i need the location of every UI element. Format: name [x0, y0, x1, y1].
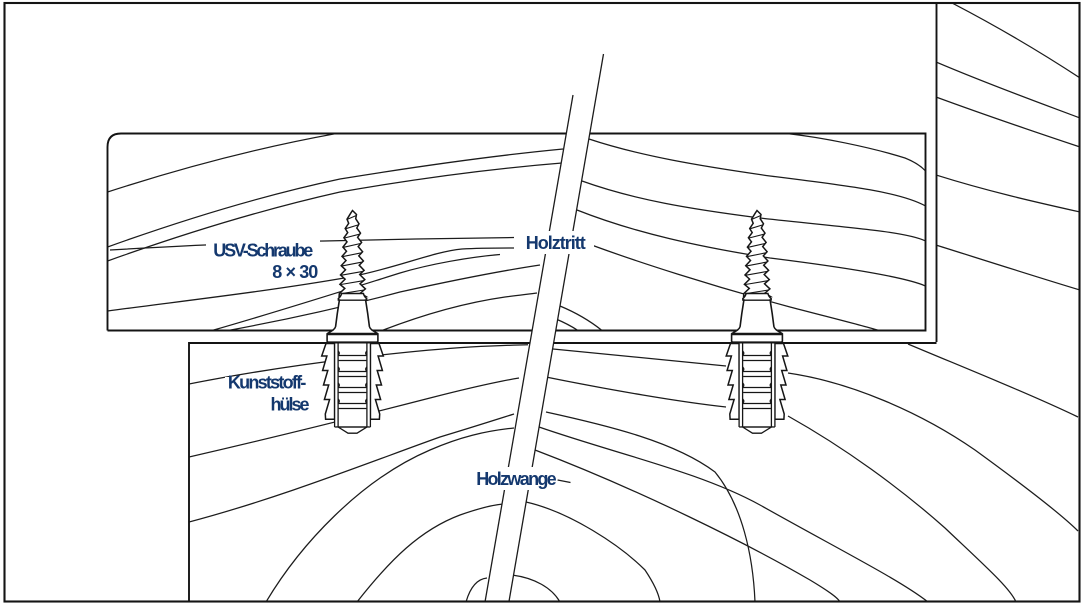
svg-text:8 × 30: 8 × 30	[272, 262, 318, 282]
svg-text:Holztritt: Holztritt	[526, 233, 586, 253]
svg-text:Kunststoff-: Kunststoff-	[228, 373, 307, 393]
svg-text:USV-Schraube: USV-Schraube	[213, 240, 313, 260]
svg-text:Holzwange: Holzwange	[476, 469, 557, 489]
svg-text:hülse: hülse	[271, 395, 310, 415]
